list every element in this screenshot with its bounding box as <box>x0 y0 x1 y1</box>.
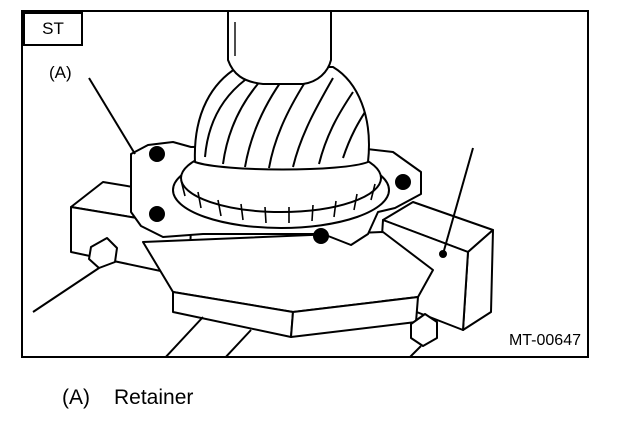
leader-dot-st <box>439 250 447 258</box>
technical-illustration: (A) ST MT-00647 <box>21 10 589 358</box>
bolt-left <box>32 237 118 313</box>
callout-label-a: (A) <box>49 63 72 82</box>
figure-code: MT-00647 <box>508 332 581 349</box>
callout-label-st: ST <box>23 12 83 46</box>
legend-label: Retainer <box>114 386 194 409</box>
base-plate <box>142 231 434 338</box>
callout-st-text: ST <box>42 19 64 38</box>
bolt-right <box>409 313 438 356</box>
legend-key: (A) <box>62 386 90 409</box>
press-ram <box>227 12 332 85</box>
pinion-gear <box>193 66 370 171</box>
illustration-drawing <box>32 12 494 356</box>
legend: (A) Retainer <box>62 386 193 410</box>
leader-line-a <box>88 77 136 155</box>
leader-line-st <box>442 147 474 255</box>
